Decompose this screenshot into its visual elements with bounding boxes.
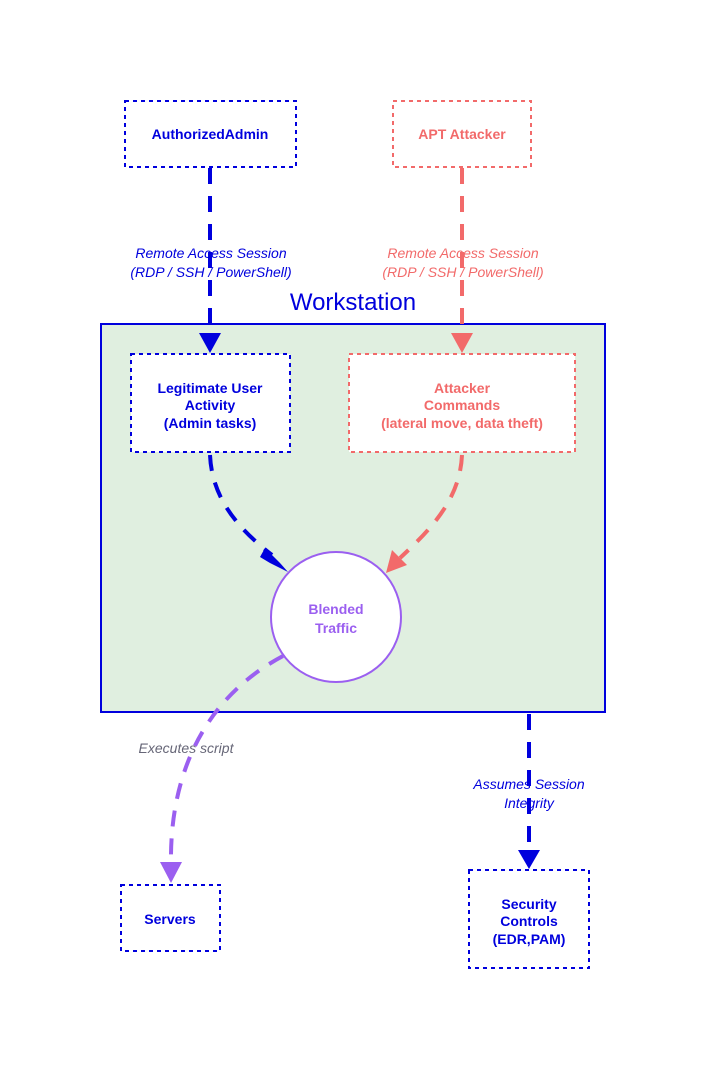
node-apt-attacker — [392, 100, 532, 168]
node-apt-attacker-label: APT Attacker — [418, 126, 506, 142]
edge-legit-to-blended — [208, 454, 274, 557]
node-authorized-admin — [124, 100, 297, 168]
node-authorized-admin-label: AuthorizedAdmin — [152, 126, 269, 142]
node-legitimate-activity-line-2: Activity — [185, 397, 236, 413]
node-blended-traffic-line-2: Traffic — [315, 620, 357, 636]
arrowhead-commands-to-blended — [386, 550, 407, 573]
node-blended-traffic-line-1: Blended — [308, 601, 363, 617]
node-servers — [120, 884, 221, 952]
node-attacker-commands — [348, 353, 576, 453]
node-security-controls-line-3: (EDR,PAM) — [493, 931, 566, 947]
node-legitimate-activity-line-1: Legitimate User — [157, 380, 263, 396]
node-attacker-commands-line-3: (lateral move, data theft) — [381, 415, 543, 431]
node-blended-traffic — [270, 551, 402, 683]
arrowhead-legit-to-blended — [260, 548, 288, 572]
workstation-cluster-label: Workstation — [290, 289, 416, 316]
edge-label-workstation-to-security-line-1: Assumes Session — [472, 776, 584, 792]
node-attacker-commands-line-1: Attacker — [434, 380, 491, 396]
node-security-controls-line-1: Security — [501, 896, 556, 912]
node-servers-label: Servers — [144, 911, 196, 927]
edge-label-attacker-to-commands-line-2: (RDP / SSH / PowerShell) — [382, 264, 543, 280]
edge-label-attacker-to-commands-line-1: Remote Access Session — [387, 245, 538, 261]
edge-label-admin-to-legit-line-1: Remote Access Session — [135, 245, 286, 261]
edge-label-admin-to-legit-line-2: (RDP / SSH / PowerShell) — [130, 264, 291, 280]
edge-label-blended-to-servers: Executes script — [139, 740, 235, 756]
arrowhead-admin-to-legit — [199, 333, 221, 353]
arrowhead-attacker-to-commands — [451, 333, 473, 353]
edge-commands-to-blended — [398, 454, 464, 560]
edge-label-workstation-to-security-line-2: Integrity — [504, 795, 555, 811]
arrowhead-workstation-to-security — [518, 850, 540, 869]
node-legitimate-activity-line-3: (Admin tasks) — [164, 415, 257, 431]
node-security-controls-line-2: Controls — [500, 913, 558, 929]
node-legitimate-activity — [130, 353, 291, 453]
edge-blended-to-servers — [168, 654, 284, 863]
node-attacker-commands-line-2: Commands — [424, 397, 500, 413]
node-security-controls — [468, 869, 590, 969]
arrowhead-blended-to-servers — [160, 862, 182, 883]
